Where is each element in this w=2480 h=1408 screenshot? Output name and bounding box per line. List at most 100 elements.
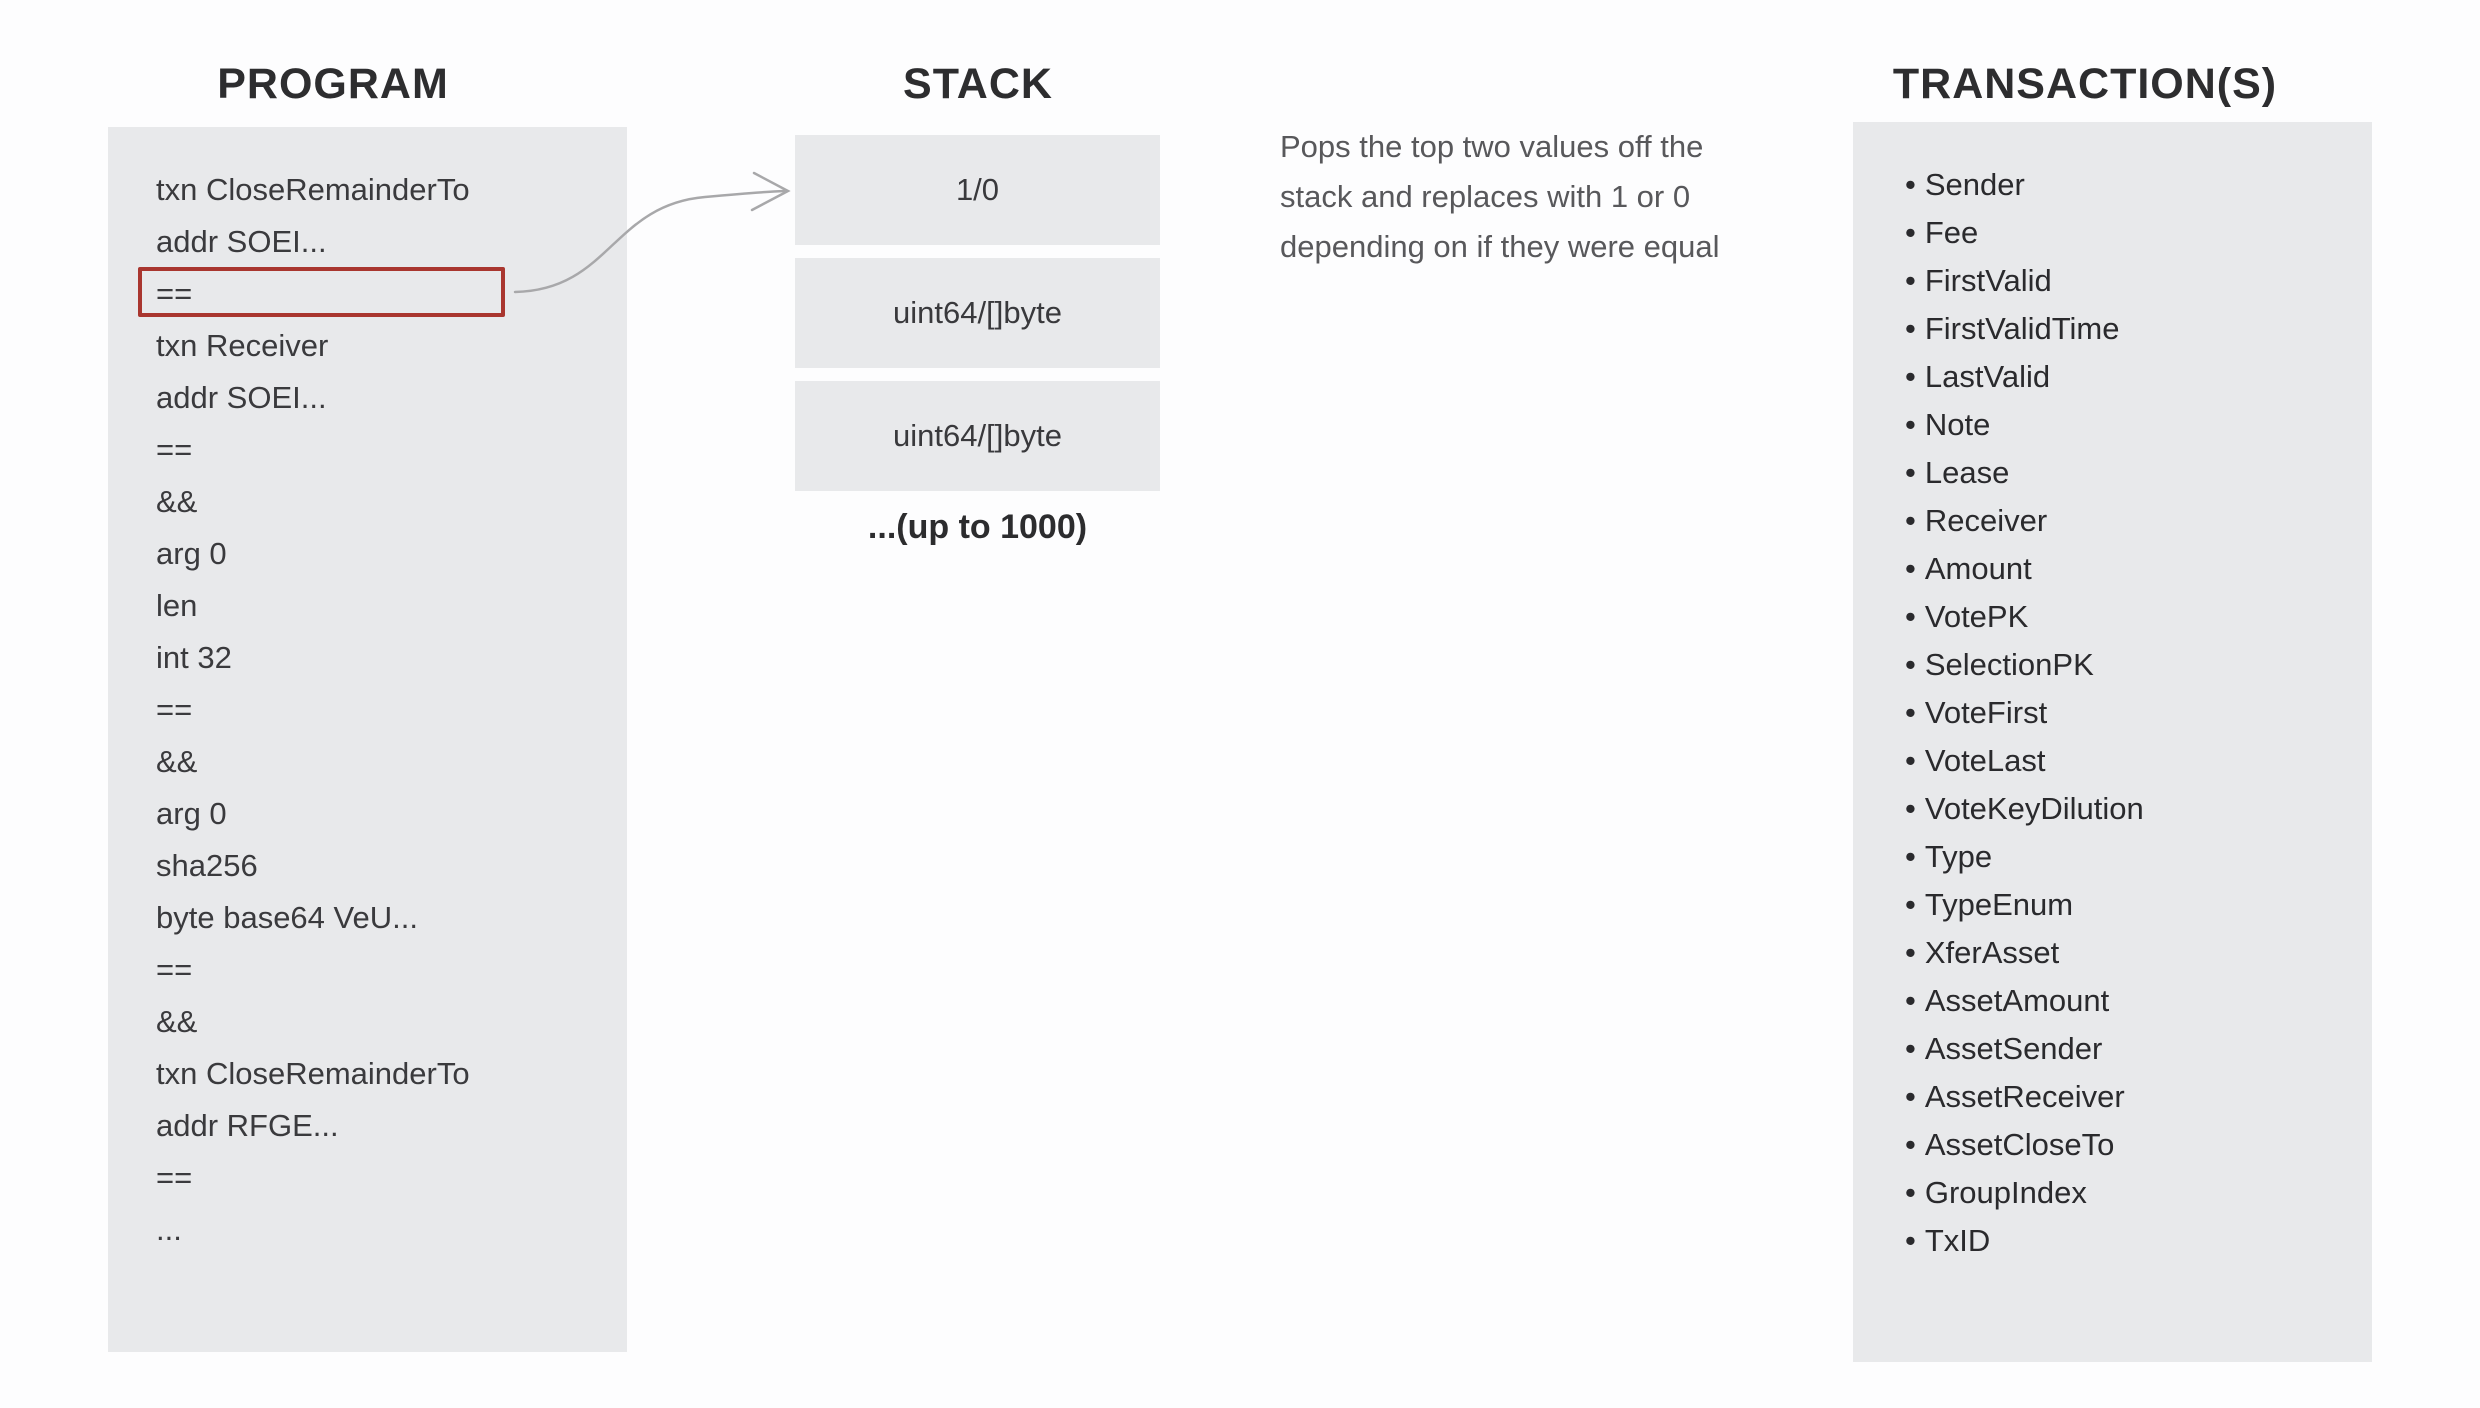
transaction-field-label: VoteLast	[1924, 743, 2046, 778]
bullet-icon: •	[1905, 935, 1916, 970]
transactions-column-title: TRANSACTION(S)	[1892, 60, 2278, 108]
bullet-icon: •	[1905, 839, 1916, 874]
transaction-field-item: •Type	[1853, 833, 2372, 881]
transaction-field-item: •Fee	[1853, 209, 2372, 257]
bullet-icon: •	[1905, 887, 1916, 922]
transaction-field-label: Amount	[1924, 551, 2032, 586]
transaction-field-item: •SelectionPK	[1853, 641, 2372, 689]
transaction-field-item: •Receiver	[1853, 497, 2372, 545]
code-line: addr SOEI...	[156, 224, 327, 259]
transaction-field-label: GroupIndex	[1924, 1175, 2087, 1210]
bullet-icon: •	[1905, 1175, 1916, 1210]
transaction-field-item: •AssetReceiver	[1853, 1073, 2372, 1121]
code-line: byte base64 VeU...	[156, 900, 418, 935]
transaction-field-label: TypeEnum	[1924, 887, 2074, 922]
transaction-field-label: Fee	[1924, 215, 1979, 250]
description-line: depending on if they were equal	[1280, 229, 1720, 264]
bullet-icon: •	[1905, 263, 1916, 298]
arrowhead-icon	[750, 171, 791, 212]
transaction-fields-list: •Sender •Fee •FirstValid •FirstValidTime…	[1853, 161, 2372, 1265]
transaction-field-item: •Sender	[1853, 161, 2372, 209]
transaction-field-item: •Note	[1853, 401, 2372, 449]
code-line: arg 0	[156, 536, 227, 571]
transaction-field-label: XferAsset	[1924, 935, 2060, 970]
transaction-field-item: •AssetCloseTo	[1853, 1121, 2372, 1169]
transaction-field-item: •VoteLast	[1853, 737, 2372, 785]
bullet-icon: •	[1905, 455, 1916, 490]
code-line: txn CloseRemainderTo	[156, 1056, 470, 1091]
program-panel: txn CloseRemainderTo addr SOEI... == txn…	[108, 127, 627, 1352]
stack-slot: uint64/[]byte	[795, 381, 1160, 491]
code-line: &&	[156, 1004, 198, 1039]
bullet-icon: •	[1905, 167, 1916, 202]
transaction-field-item: •TxID	[1853, 1217, 2372, 1265]
transaction-field-item: •VotePK	[1853, 593, 2372, 641]
code-line: ==	[156, 1160, 193, 1195]
code-line: ==	[156, 276, 193, 311]
transactions-panel: •Sender •Fee •FirstValid •FirstValidTime…	[1853, 122, 2372, 1362]
bullet-icon: •	[1905, 551, 1916, 586]
transaction-field-label: AssetReceiver	[1924, 1079, 2125, 1114]
transaction-field-label: Lease	[1924, 455, 2010, 490]
code-line: &&	[156, 484, 198, 519]
program-code-listing: txn CloseRemainderTo addr SOEI... == txn…	[108, 164, 627, 1256]
code-line: arg 0	[156, 796, 227, 831]
description-line: stack and replaces with 1 or 0	[1280, 179, 1691, 214]
transaction-field-label: Sender	[1924, 167, 2025, 202]
bullet-icon: •	[1905, 215, 1916, 250]
transaction-field-label: AssetCloseTo	[1924, 1127, 2115, 1162]
bullet-icon: •	[1905, 359, 1916, 394]
transaction-field-item: •VoteFirst	[1853, 689, 2372, 737]
bullet-icon: •	[1905, 743, 1916, 778]
transaction-field-item: •VoteKeyDilution	[1853, 785, 2372, 833]
code-line: addr RFGE...	[156, 1108, 339, 1143]
bullet-icon: •	[1905, 983, 1916, 1018]
code-line: addr SOEI...	[156, 380, 327, 415]
opcode-to-stack-arrow	[513, 171, 791, 294]
transaction-field-label: VoteKeyDilution	[1924, 791, 2144, 826]
transaction-field-label: AssetSender	[1924, 1031, 2103, 1066]
code-line: len	[156, 588, 198, 623]
code-line: ==	[156, 952, 193, 987]
highlighted-opcode-box	[138, 267, 505, 317]
code-line: ==	[156, 692, 193, 727]
transaction-field-item: •AssetSender	[1853, 1025, 2372, 1073]
bullet-icon: •	[1905, 695, 1916, 730]
stack-slot: uint64/[]byte	[795, 258, 1160, 368]
transaction-field-label: VoteFirst	[1924, 695, 2048, 730]
transaction-field-label: Note	[1924, 407, 1991, 442]
transaction-field-label: LastValid	[1924, 359, 2051, 394]
transaction-field-label: TxID	[1924, 1223, 1991, 1258]
transaction-field-item: •GroupIndex	[1853, 1169, 2372, 1217]
stack-column-title: STACK	[903, 60, 1053, 108]
stack-slot: 1/0	[795, 135, 1160, 245]
transaction-field-label: AssetAmount	[1924, 983, 2110, 1018]
transaction-field-item: •LastValid	[1853, 353, 2372, 401]
opcode-description: Pops the top two values off the stack an…	[1280, 122, 1800, 272]
code-line: int 32	[156, 640, 232, 675]
code-line: &&	[156, 744, 198, 779]
bullet-icon: •	[1905, 503, 1916, 538]
bullet-icon: •	[1905, 1079, 1916, 1114]
code-line: txn Receiver	[156, 328, 329, 363]
transaction-field-label: FirstValidTime	[1924, 311, 2120, 346]
transaction-field-label: SelectionPK	[1924, 647, 2094, 682]
transaction-field-label: FirstValid	[1924, 263, 2052, 298]
transaction-field-label: Type	[1924, 839, 1993, 874]
bullet-icon: •	[1905, 1223, 1916, 1258]
code-line: sha256	[156, 848, 258, 883]
transaction-field-item: •Amount	[1853, 545, 2372, 593]
stack-slots: 1/0 uint64/[]byte uint64/[]byte	[795, 135, 1160, 491]
transaction-field-item: •FirstValid	[1853, 257, 2372, 305]
code-line: ==	[156, 432, 193, 467]
code-line: txn CloseRemainderTo	[156, 172, 470, 207]
bullet-icon: •	[1905, 647, 1916, 682]
bullet-icon: •	[1905, 1031, 1916, 1066]
transaction-field-item: •TypeEnum	[1853, 881, 2372, 929]
bullet-icon: •	[1905, 791, 1916, 826]
program-column-title: PROGRAM	[217, 60, 449, 108]
transaction-field-label: VotePK	[1924, 599, 2029, 634]
transaction-field-item: •AssetAmount	[1853, 977, 2372, 1025]
bullet-icon: •	[1905, 407, 1916, 442]
stack-capacity-note: ...(up to 1000)	[867, 508, 1088, 546]
